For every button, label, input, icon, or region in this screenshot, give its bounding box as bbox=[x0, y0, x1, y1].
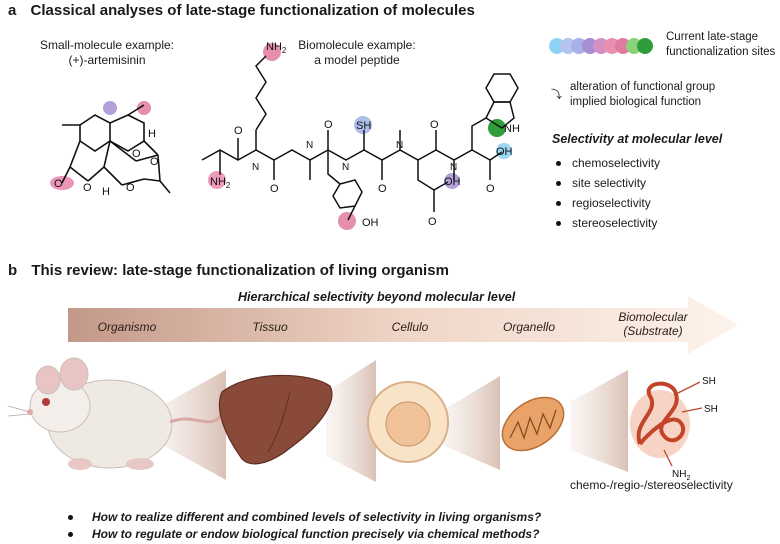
site-dots-legend bbox=[549, 38, 653, 54]
selectivity-item: regioselectivity bbox=[552, 196, 752, 210]
organism-illustrations: SH SH NH2 bbox=[7, 357, 718, 482]
selectivity-item: stereoselectivity bbox=[552, 216, 752, 230]
level-biomolecular: Biomolecular (Substrate) bbox=[603, 310, 703, 338]
zoom-beam-4 bbox=[570, 370, 628, 472]
atom-nh-indole: NH bbox=[504, 123, 520, 135]
site-color-dot bbox=[637, 38, 653, 54]
atom-o-ring2: O bbox=[126, 182, 135, 194]
sites-legend-text: Current late-stage functionalization sit… bbox=[666, 30, 778, 60]
atom-o-3: O bbox=[324, 119, 333, 131]
artemisinin-structure: H H O O O O O bbox=[50, 101, 171, 198]
zoom-beam-3 bbox=[440, 376, 500, 470]
level-biomolecular-line2: (Substrate) bbox=[623, 324, 683, 338]
panel-a-letter: a bbox=[8, 2, 17, 19]
site-highlight-tyr bbox=[338, 212, 356, 230]
atom-o-4: O bbox=[378, 183, 387, 195]
level-organismo: Organismo bbox=[97, 320, 157, 334]
question-list: How to realize different and combined le… bbox=[64, 510, 764, 544]
level-biomolecular-line1: Biomolecular bbox=[618, 310, 688, 324]
atom-o-7: O bbox=[486, 183, 495, 195]
panel-a-title: a Classical analyses of late-stage funct… bbox=[8, 2, 475, 19]
peptide-structure: NH2 SH NH OH OH OH NH2 O O O O O O O N N… bbox=[201, 41, 520, 230]
atom-o-peroxide1: O bbox=[132, 148, 141, 160]
atom-oh-asp: OH bbox=[444, 176, 461, 188]
sites-legend-line1: Current late-stage bbox=[666, 31, 759, 43]
atom-h-bottom: H bbox=[102, 186, 110, 198]
level-tissuo: Tissuo bbox=[252, 320, 288, 334]
alteration-line1: alteration of functional group bbox=[570, 81, 716, 93]
protein-sh-1: SH bbox=[702, 376, 716, 387]
site-highlight-asp-oh bbox=[444, 173, 460, 189]
site-color-dot bbox=[571, 38, 587, 54]
level-cellulo: Cellulo bbox=[391, 320, 429, 334]
site-highlight-ala-nh2 bbox=[208, 171, 226, 189]
protein-illustration bbox=[630, 381, 703, 467]
atom-n-3: N bbox=[342, 162, 349, 173]
site-highlight-sh bbox=[354, 116, 372, 134]
site-color-dot bbox=[549, 38, 565, 54]
site-color-dot bbox=[604, 38, 620, 54]
small-molecule-line1: Small-molecule example: bbox=[39, 38, 175, 52]
atom-o-ring1: O bbox=[83, 182, 92, 194]
atom-h-top: H bbox=[148, 128, 156, 140]
atom-o-1: O bbox=[234, 125, 243, 137]
zoom-beam-1 bbox=[150, 370, 226, 480]
atom-nh2-ala: NH2 bbox=[210, 176, 231, 190]
atom-o-5: O bbox=[430, 119, 439, 131]
panel-a-heading: Classical analyses of late-stage functio… bbox=[30, 2, 475, 19]
selectivity-heading: Selectivity at molecular level bbox=[552, 132, 723, 146]
panel-b-letter: b bbox=[8, 262, 18, 279]
atom-oh-acid: OH bbox=[496, 146, 513, 158]
site-highlight-purple bbox=[103, 101, 117, 115]
biomolecule-caption: Biomolecule example: a model peptide bbox=[272, 38, 442, 68]
selectivity-item: site selectivity bbox=[552, 176, 752, 190]
zoom-beam-2 bbox=[326, 360, 376, 482]
question-item: How to regulate or endow biological func… bbox=[64, 527, 764, 541]
arrow-heading: Hierarchical selectivity beyond molecula… bbox=[238, 290, 516, 304]
biomolecule-line2: a model peptide bbox=[314, 53, 400, 67]
site-color-dot bbox=[593, 38, 609, 54]
small-molecule-line2: (+)-artemisinin bbox=[68, 53, 146, 67]
atom-oh-tyr: OH bbox=[362, 217, 379, 229]
site-highlight-lys-n bbox=[263, 43, 281, 61]
site-color-dot bbox=[615, 38, 631, 54]
site-color-dot bbox=[582, 38, 598, 54]
atom-o-carbonyl: O bbox=[54, 178, 63, 190]
atom-n-1: N bbox=[252, 162, 259, 173]
atom-o-6: O bbox=[428, 216, 437, 228]
mouse-illustration bbox=[7, 357, 224, 470]
protein-nh2: NH2 bbox=[672, 469, 690, 482]
atom-o-peroxide2: O bbox=[150, 156, 159, 168]
atom-n-2: N bbox=[306, 140, 313, 151]
curved-arrow-icon: ⤵ bbox=[551, 89, 562, 101]
panel-b-heading: This review: late-stage functionalizatio… bbox=[31, 262, 449, 279]
site-highlight-acid-oh bbox=[496, 143, 512, 159]
alteration-legend-text: alteration of functional group implied b… bbox=[570, 80, 775, 110]
biomolecule-line1: Biomolecule example: bbox=[298, 38, 416, 52]
protein-sh-2: SH bbox=[704, 404, 718, 415]
site-highlight-trp bbox=[488, 119, 506, 137]
mitochondrion-illustration bbox=[501, 396, 565, 452]
nucleus-illustration bbox=[385, 401, 431, 447]
site-color-dot bbox=[560, 38, 576, 54]
atom-n-5: N bbox=[450, 162, 457, 173]
question-item: How to realize different and combined le… bbox=[64, 510, 764, 524]
small-molecule-caption: Small-molecule example: (+)-artemisinin bbox=[22, 38, 192, 68]
selectivity-item: chemoselectivity bbox=[552, 156, 752, 170]
atom-o-2: O bbox=[270, 183, 279, 195]
alteration-line2: implied biological function bbox=[570, 95, 702, 108]
selectivity-list: chemoselectivity site selectivity regios… bbox=[552, 156, 752, 236]
sites-legend-line2: functionalization sites bbox=[666, 45, 776, 58]
atom-n-4: N bbox=[396, 140, 403, 151]
atom-sh: SH bbox=[356, 120, 371, 132]
substrate-caption: chemo-/regio-/stereoselectivity bbox=[570, 478, 733, 492]
panel-b-title: b This review: late-stage functionalizat… bbox=[8, 262, 449, 279]
hierarchy-arrow bbox=[68, 296, 738, 354]
site-color-dot bbox=[626, 38, 642, 54]
liver-illustration bbox=[218, 374, 333, 465]
level-organello: Organello bbox=[502, 320, 556, 334]
atom-nh2-lys: NH2 bbox=[266, 41, 287, 55]
site-highlight-pink-top bbox=[137, 101, 151, 115]
